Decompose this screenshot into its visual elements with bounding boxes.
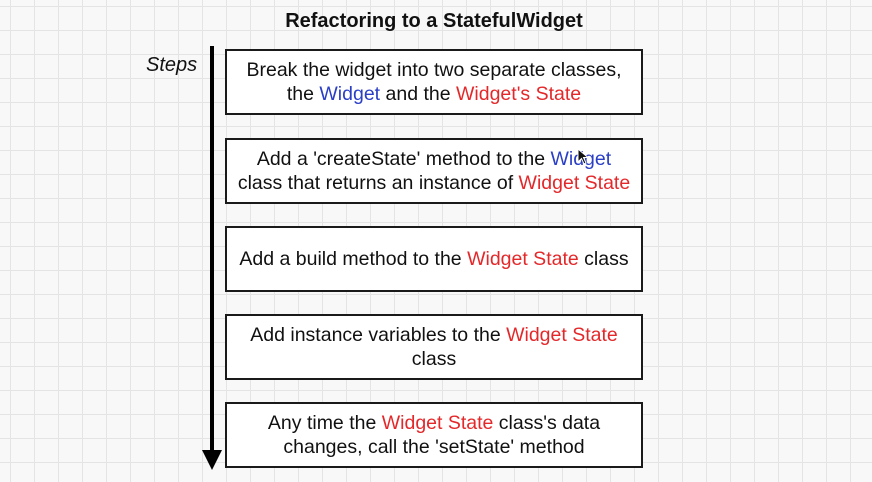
step-text: class's data: [493, 412, 601, 434]
highlighted-term: Widget: [319, 83, 381, 105]
step-text-line: Add instance variables to the Widget Sta…: [250, 323, 617, 347]
step-text-line: changes, call the 'setState' method: [283, 435, 584, 459]
steps-arrow: [202, 46, 222, 470]
step-text: Add a build method to the: [239, 248, 468, 270]
step-text: the: [286, 83, 320, 105]
step-text-line: Add a 'createState' method to the Widget: [257, 147, 611, 171]
steps-label: Steps: [146, 54, 198, 76]
step-text-line: class: [412, 347, 456, 371]
highlighted-term: Widget State: [467, 248, 579, 270]
step-text: Add instance variables to the: [250, 324, 507, 346]
highlighted-term: Widget State: [381, 412, 494, 434]
step-text: class: [411, 348, 457, 370]
step-text: Add a 'createState' method to the: [256, 148, 551, 170]
step-text: and the: [380, 83, 456, 105]
highlighted-term: Widget State: [506, 324, 618, 346]
step-text: class that returns an instance of: [237, 172, 519, 194]
step-text-line: Break the widget into two separate class…: [246, 58, 621, 82]
step-box-4: Add instance variables to the Widget Sta…: [225, 314, 643, 380]
step-text-line: Any time the Widget State class's data: [268, 411, 600, 435]
step-text-line: class that returns an instance of Widget…: [238, 171, 630, 195]
step-text: class: [578, 248, 629, 270]
step-box-1: Break the widget into two separate class…: [225, 49, 643, 115]
mouse-cursor-icon: [577, 148, 589, 165]
step-text: Break the widget into two separate class…: [246, 59, 622, 81]
diagram-title: Refactoring to a StatefulWidget: [285, 10, 583, 32]
highlighted-term: Widget's State: [456, 83, 582, 105]
step-box-2: Add a 'createState' method to the Widget…: [225, 138, 643, 204]
step-box-3: Add a build method to the Widget State c…: [225, 226, 643, 292]
step-text: changes, call the 'setState' method: [283, 436, 585, 458]
step-text: Any time the: [267, 412, 382, 434]
highlighted-term: Widget State: [518, 172, 631, 194]
step-text-line: the Widget and the Widget's State: [287, 82, 581, 106]
step-text-line: Add a build method to the Widget State c…: [239, 247, 628, 271]
